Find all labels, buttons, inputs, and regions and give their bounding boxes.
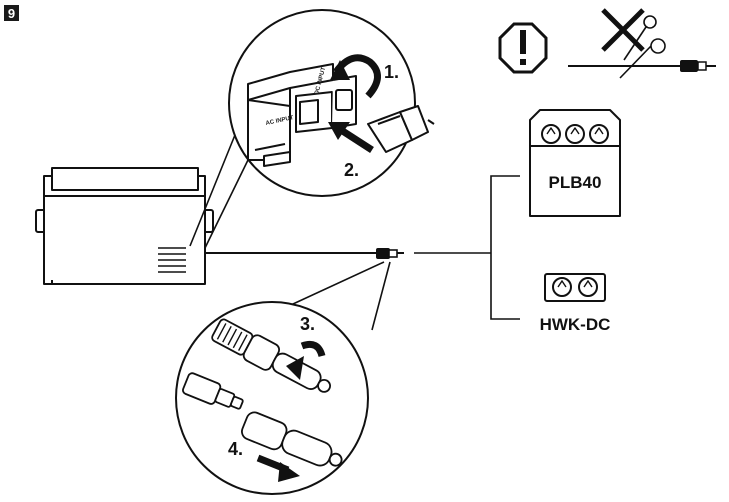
hwk-dc-label: HWK-DC [540, 315, 611, 334]
step-2-label: 2. [344, 160, 359, 180]
warning-icon [500, 24, 546, 72]
step-1-label: 1. [384, 62, 399, 82]
zoom-callout-plug: 3. 4. [176, 262, 390, 494]
no-cut-icon [568, 10, 716, 78]
step-3-label: 3. [300, 314, 315, 334]
plb40-device [530, 110, 620, 216]
hwk-dc-device [545, 274, 605, 301]
figure-number-badge: 9 [4, 5, 19, 21]
dc-plug [376, 248, 404, 259]
step-4-label: 4. [228, 439, 243, 459]
plb40-label: PLB40 [549, 173, 602, 192]
branch-connector [414, 176, 520, 319]
zoom-callout-dc-input: AC INPUT DC INPUT 1. 2. [190, 10, 434, 248]
figure-number: 9 [8, 6, 15, 21]
fridge-unit [36, 168, 213, 284]
